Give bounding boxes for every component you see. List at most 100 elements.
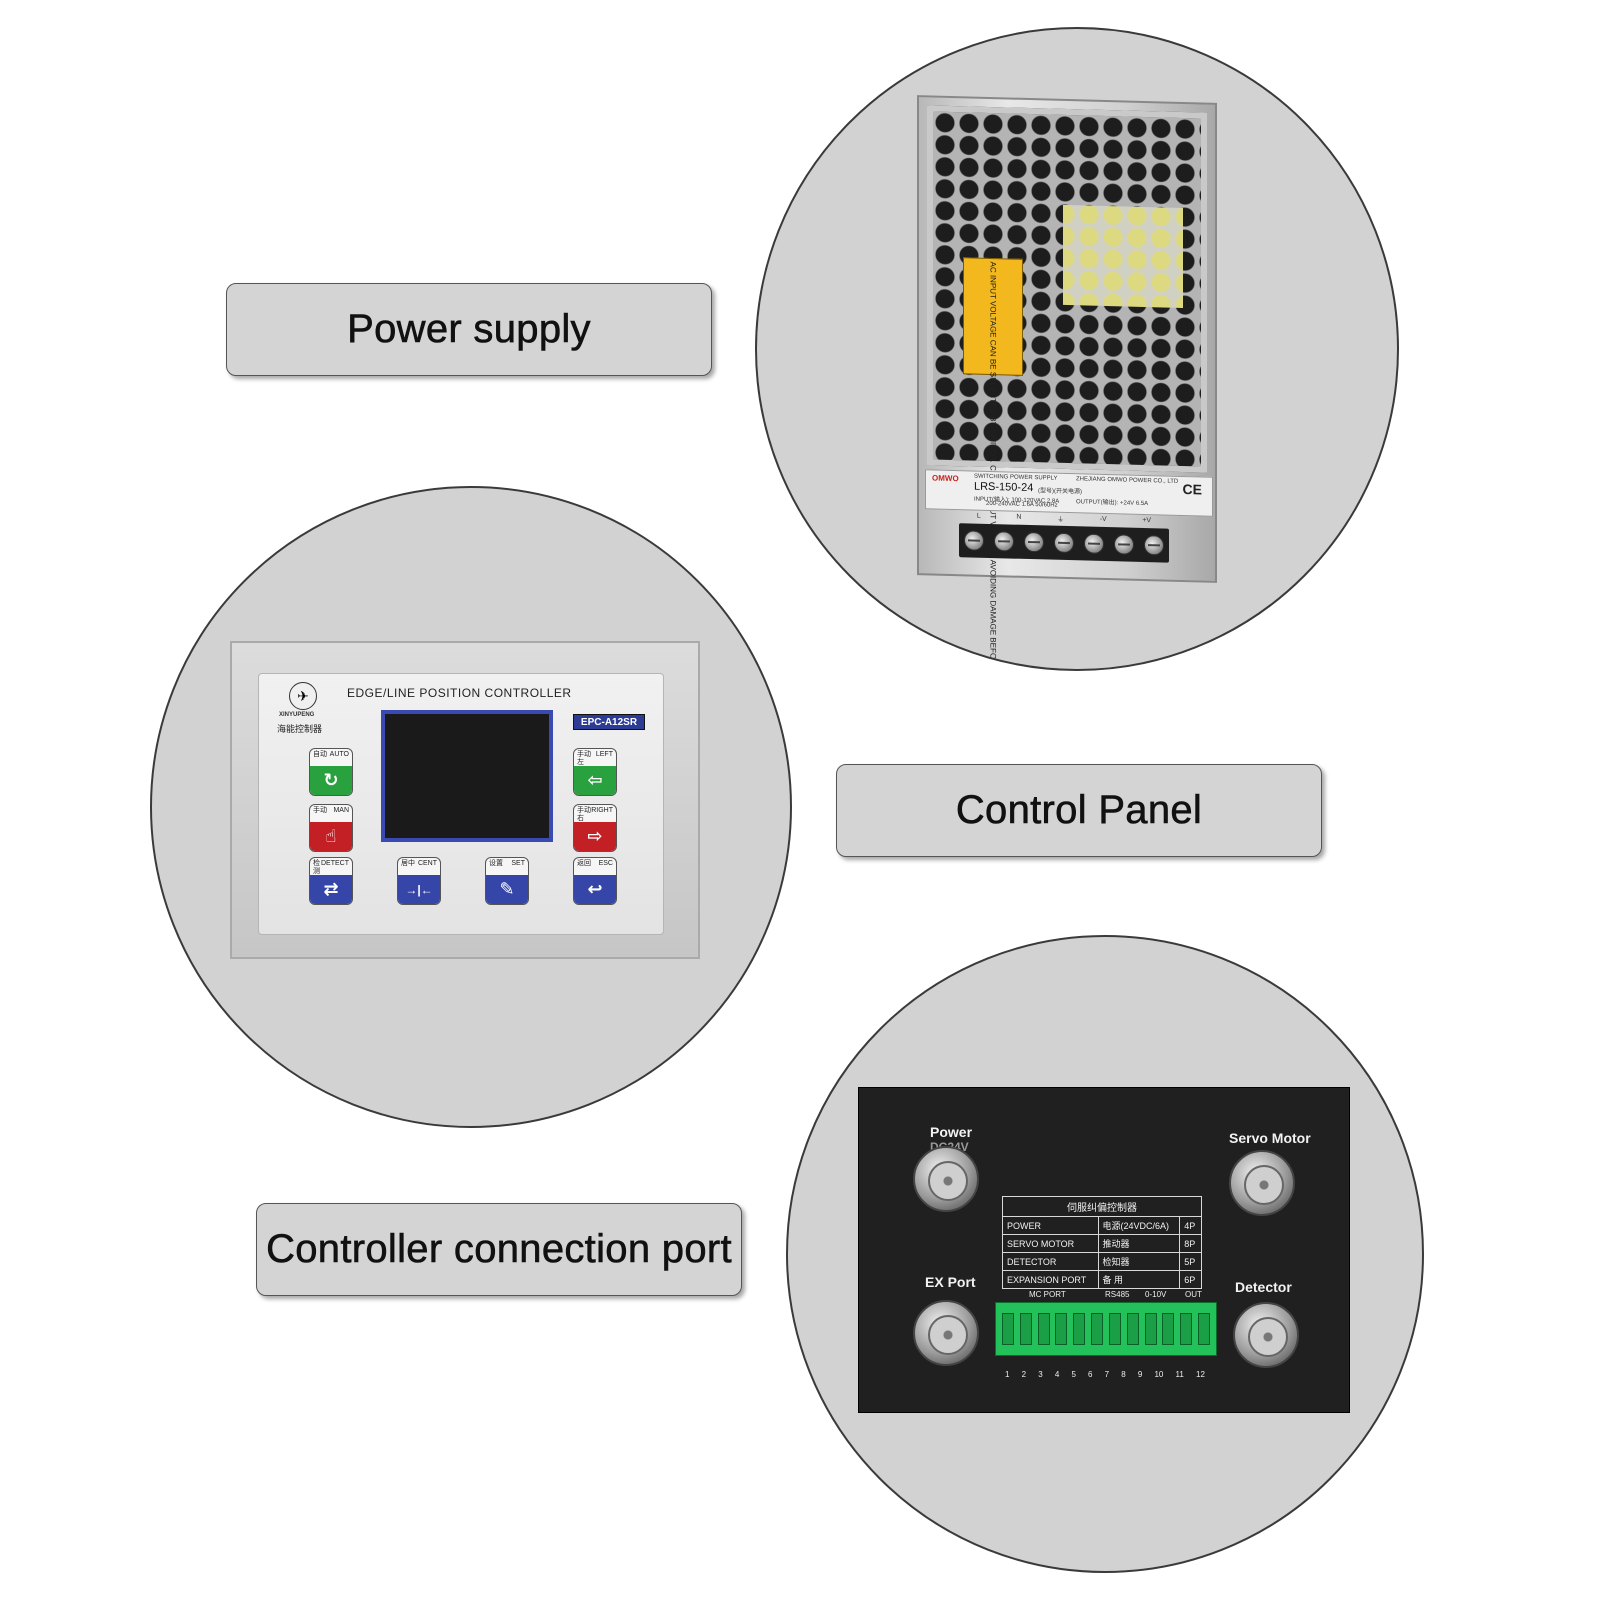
terminal-slot[interactable] — [1144, 1313, 1157, 1345]
terminal-slot[interactable] — [1108, 1313, 1121, 1345]
spec-row-pins: 6P — [1179, 1270, 1202, 1289]
table-row: DETECTOR 检知器 5P — [1002, 1252, 1202, 1271]
pin-number: 1 — [1005, 1370, 1010, 1379]
psu-model: LRS-150-24 — [974, 480, 1034, 495]
detector-port-label: Detector — [1235, 1279, 1292, 1295]
controller-frame: ✈ XINYUPENG 海能控制器 EDGE/LINE POSITION CON… — [230, 641, 700, 959]
hand-icon: ☝ — [310, 822, 352, 851]
psu-warning-sticker: AC INPUT VOLTAGE CAN BE SELECTED BY SWIT… — [963, 257, 1023, 671]
psu-warning-text: AC INPUT VOLTAGE CAN BE SELECTED BY SWIT… — [988, 261, 998, 671]
spec-row-cn: 推动器 — [1097, 1234, 1181, 1253]
screw-icon — [1144, 535, 1164, 556]
screw-icon — [964, 530, 984, 551]
spec-row-pins: 5P — [1179, 1252, 1202, 1271]
psu-spec-label: OMWO SWITCHING POWER SUPPLY LRS-150-24 (… — [925, 469, 1213, 517]
control-panel-label-text: Control Panel — [955, 788, 1203, 833]
port-panel: Power DC24V Servo Motor EX Port Detector… — [858, 1087, 1350, 1413]
terminal-slot[interactable] — [1091, 1313, 1104, 1345]
controller-model-badge: EPC-A12SR — [573, 714, 645, 730]
manual-button-en: MAN — [333, 807, 349, 814]
power-connector-icon[interactable] — [913, 1146, 979, 1212]
arrow-right-icon: ⇨ — [574, 822, 616, 851]
pin-number: 6 — [1088, 1370, 1093, 1379]
table-row: EXPANSION PORT 备 用 6P — [1002, 1270, 1202, 1289]
screw-icon — [994, 531, 1014, 552]
pin-number: 10 — [1154, 1370, 1164, 1379]
psu-terminal-pos: +V — [1142, 516, 1152, 525]
table-row: POWER 电源(24VDC/6A) 4P — [1002, 1216, 1202, 1235]
left-button-cn: 手动左 — [577, 751, 591, 766]
terminal-slot[interactable] — [1126, 1313, 1139, 1345]
center-button-en: CENT — [417, 860, 437, 867]
controller-lcd-screen — [381, 710, 553, 842]
pin-number: 7 — [1104, 1370, 1110, 1379]
set-button-en: SET — [511, 860, 525, 867]
ex-port-connector-icon[interactable] — [913, 1300, 979, 1366]
control-panel-label: Control Panel — [836, 764, 1322, 857]
psu-input-line2: 200-240VAC 1.6A 50/60Hz — [986, 500, 1058, 509]
psu-mesh-cover: AC INPUT VOLTAGE CAN BE SELECTED BY SWIT… — [927, 105, 1207, 671]
manual-button-cn: 手动 — [313, 807, 327, 814]
manual-button[interactable]: 手动 MAN ☝ — [309, 804, 353, 852]
mc-port-header: MC PORT — [1029, 1290, 1066, 1299]
psu-model-note: (型号)(开关电源) — [1038, 488, 1082, 496]
terminal-slot[interactable] — [1001, 1313, 1014, 1345]
detect-button-en: DETECT — [321, 860, 349, 867]
pin-number: 5 — [1071, 1370, 1076, 1379]
terminal-slot[interactable] — [1019, 1313, 1032, 1345]
pin-number: 4 — [1054, 1370, 1060, 1379]
detect-arrows-icon: ⇄ — [310, 875, 352, 904]
psu-terminal-l: L — [976, 512, 981, 520]
spec-row-cn: 检知器 — [1097, 1252, 1181, 1271]
spec-row-pins: 8P — [1179, 1234, 1202, 1253]
controller-title: EDGE/LINE POSITION CONTROLLER — [347, 686, 572, 700]
arrow-left-icon: ⇦ — [574, 766, 616, 795]
spec-row-cn: 备 用 — [1097, 1270, 1181, 1289]
spec-row-name: SERVO MOTOR — [1002, 1234, 1099, 1253]
analog-header: 0-10V — [1145, 1290, 1167, 1299]
out-header: OUT — [1185, 1290, 1202, 1299]
terminal-slot[interactable] — [1162, 1313, 1175, 1345]
controller-brand: XINYUPENG — [279, 712, 315, 718]
left-button[interactable]: 手动左 LEFT ⇦ — [573, 748, 617, 796]
pencil-icon: ✎ — [486, 875, 528, 904]
ex-port-label: EX Port — [925, 1274, 976, 1290]
left-button-en: LEFT — [595, 751, 613, 758]
port-spec-table: 伺服纠偏控制器 POWER 电源(24VDC/6A) 4P SERVO MOTO… — [1002, 1196, 1202, 1289]
spec-row-name: POWER — [1002, 1216, 1099, 1235]
terminal-slot[interactable] — [1037, 1313, 1050, 1345]
auto-button-cn: 自动 — [313, 751, 327, 758]
terminal-slot[interactable] — [1073, 1313, 1086, 1345]
psu-terminal-neg: -V — [1099, 515, 1107, 524]
detector-connector-icon[interactable] — [1233, 1302, 1299, 1368]
pin-number: 12 — [1196, 1370, 1205, 1379]
rs485-header: RS485 — [1105, 1290, 1130, 1299]
auto-cycle-icon: ↻ — [310, 766, 352, 795]
power-supply-photo: AC INPUT VOLTAGE CAN BE SELECTED BY SWIT… — [755, 27, 1399, 671]
servo-connector-icon[interactable] — [1229, 1150, 1295, 1216]
terminal-slot[interactable] — [1055, 1313, 1068, 1345]
pin-number: 3 — [1038, 1370, 1043, 1379]
green-terminal-block[interactable] — [995, 1302, 1217, 1356]
detect-button-cn: 检测 — [313, 860, 320, 875]
ce-mark-icon: CE — [1182, 481, 1202, 498]
screw-icon — [1024, 531, 1044, 553]
control-panel-photo: ✈ XINYUPENG 海能控制器 EDGE/LINE POSITION CON… — [150, 486, 792, 1128]
terminal-slot[interactable] — [1198, 1313, 1211, 1345]
terminal-slot[interactable] — [1180, 1313, 1193, 1345]
spec-row-pins: 4P — [1179, 1216, 1202, 1235]
set-button[interactable]: 设置 SET ✎ — [485, 857, 529, 905]
set-button-cn: 设置 — [489, 860, 503, 867]
center-arrows-icon: →|← — [398, 875, 440, 904]
pin-number: 9 — [1137, 1370, 1143, 1379]
auto-button-en: AUTO — [329, 751, 349, 758]
power-supply-unit: AC INPUT VOLTAGE CAN BE SELECTED BY SWIT… — [917, 95, 1217, 671]
spec-row-name: EXPANSION PORT — [1002, 1270, 1099, 1289]
spec-row-cn: 电源(24VDC/6A) — [1097, 1216, 1181, 1235]
table-row: SERVO MOTOR 推动器 8P — [1002, 1234, 1202, 1253]
